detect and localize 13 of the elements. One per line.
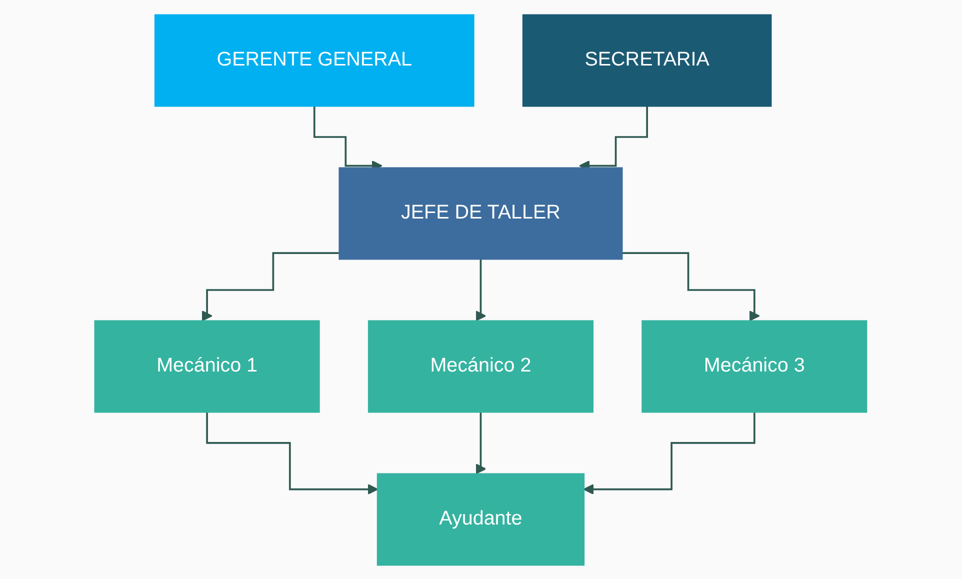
node-box: Mecánico 3	[642, 320, 868, 412]
node-box: Ayudante	[377, 472, 585, 566]
arrow	[202, 252, 340, 321]
arrow	[206, 410, 378, 494]
node-box: SECRETARIA	[522, 14, 772, 106]
node-box: Mecánico 2	[368, 320, 594, 412]
node-box: GERENTE GENERAL	[154, 14, 475, 106]
arrow	[476, 410, 486, 474]
node-box: JEFE DE TALLER	[338, 166, 624, 260]
arrow	[476, 258, 486, 321]
arrow	[622, 252, 760, 321]
node-box: Mecánico 1	[94, 320, 320, 412]
arrow	[584, 410, 756, 494]
